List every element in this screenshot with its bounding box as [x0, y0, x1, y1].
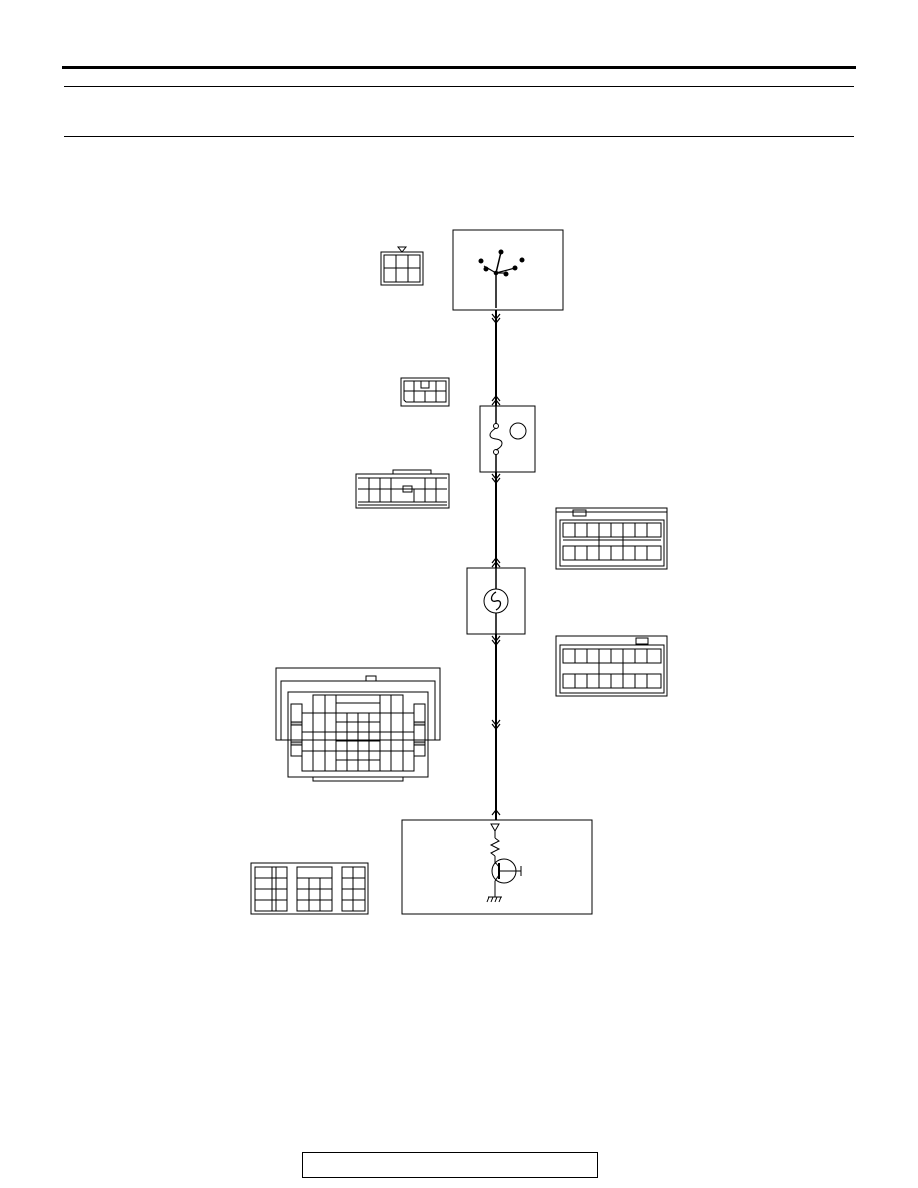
wire-chevrons — [491, 313, 501, 816]
warning-lamp — [466, 567, 526, 635]
connector-combination-meter-lower — [555, 635, 668, 697]
connector-ignition-switch — [380, 246, 424, 286]
fuse — [479, 405, 536, 473]
connector-combination-meter-upper — [555, 507, 668, 570]
fuse-icon — [489, 406, 503, 472]
connector-junction-block — [355, 469, 450, 509]
bulb-icon — [483, 568, 509, 634]
connector-control-unit — [250, 862, 369, 915]
header-rule-thick — [62, 66, 856, 69]
connector-fuse-block — [400, 377, 450, 407]
connector-intermediate — [275, 667, 441, 782]
header-rule-upper — [64, 86, 854, 87]
control-unit — [401, 819, 593, 915]
switch-contacts-icon — [478, 249, 525, 308]
header-rule-lower — [64, 136, 854, 137]
transistor-icon — [486, 823, 522, 903]
ignition-switch — [452, 229, 564, 311]
footer-page-box — [302, 1152, 598, 1178]
